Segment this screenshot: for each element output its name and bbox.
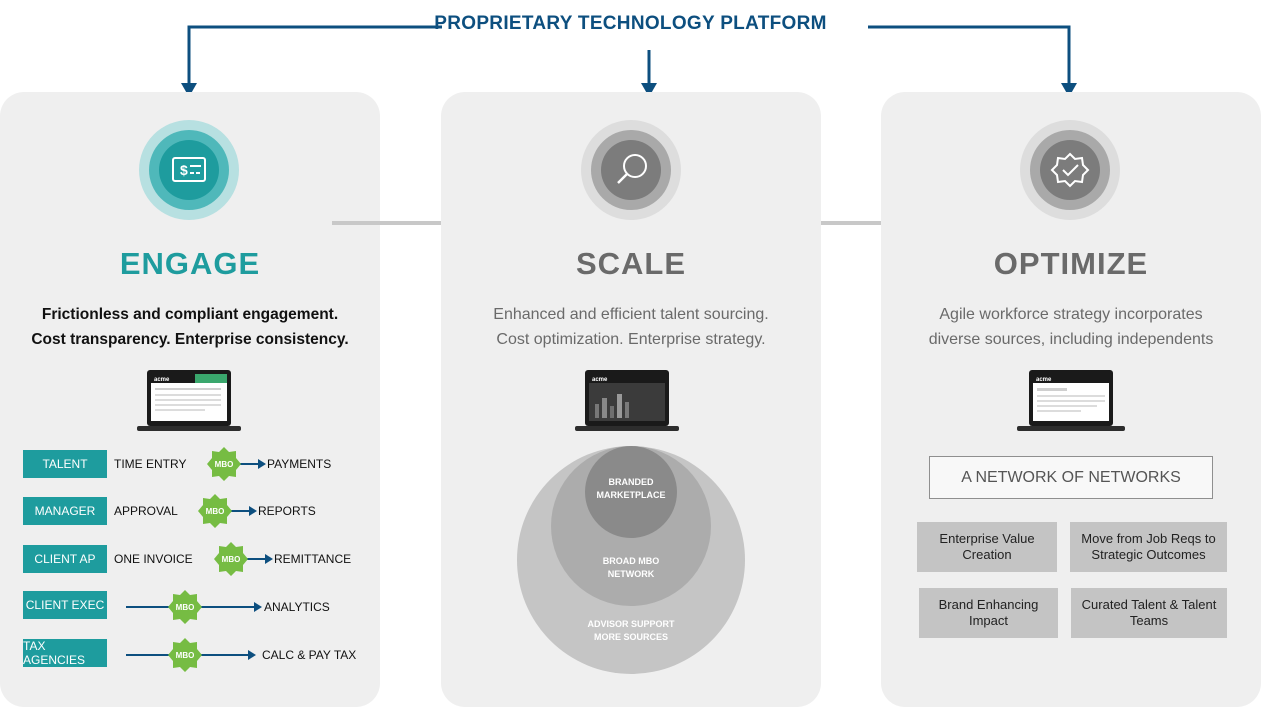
- optimize-title: OPTIMIZE: [993, 246, 1149, 281]
- role-tag: MANAGER: [23, 497, 107, 525]
- laptop-brand: acme: [1036, 377, 1052, 383]
- engage-title: ENGAGE: [119, 246, 261, 281]
- laptop-image: acme: [137, 370, 241, 431]
- circle-label-line: BRANDED: [608, 477, 654, 487]
- magnifier-icon: [581, 120, 681, 220]
- verified-badge-icon: [1020, 120, 1120, 220]
- laptop-image: acme: [1017, 370, 1125, 431]
- mbo-label: MBO: [214, 459, 234, 469]
- engage-icon-wrap: $: [0, 120, 380, 220]
- flow-step: APPROVAL: [114, 504, 178, 518]
- scale-icon-wrap: [441, 120, 821, 220]
- flow-result: PAYMENTS: [267, 457, 332, 471]
- mbo-badge: MBO: [168, 590, 202, 624]
- mbo-badge: MBO: [168, 638, 202, 672]
- scale-title: SCALE: [575, 246, 687, 281]
- flow-step: TIME ENTRY: [114, 457, 187, 471]
- engage-desc-line1: Frictionless and compliant engagement.: [41, 306, 339, 323]
- mbo-label: MBO: [175, 602, 195, 612]
- mbo-badge: MBO: [198, 494, 232, 528]
- inner-circle-label: BRANDED MARKETPLACE: [441, 476, 821, 502]
- mbo-label: MBO: [175, 650, 195, 660]
- outcome-box: Curated Talent & Talent Teams: [1071, 588, 1227, 638]
- network-of-networks-box: A NETWORK OF NETWORKS: [929, 456, 1213, 499]
- scale-desc-line2: Cost optimization. Enterprise strategy.: [496, 331, 766, 348]
- scale-description: Enhanced and efficient talent sourcing. …: [451, 302, 811, 352]
- platform-title: PROPRIETARY TECHNOLOGY PLATFORM: [434, 13, 827, 34]
- circle-label-line: NETWORK: [607, 569, 655, 579]
- mbo-badge: MBO: [214, 542, 248, 576]
- role-tag: TAX AGENCIES: [23, 639, 107, 667]
- flow-step: ONE INVOICE: [114, 552, 193, 566]
- laptop-brand: acme: [154, 377, 170, 383]
- laptop-image: acme: [575, 370, 679, 431]
- scale-desc-line1: Enhanced and efficient talent sourcing.: [493, 306, 769, 323]
- middle-circle-label: BROAD MBO NETWORK: [441, 555, 821, 581]
- role-tag: TALENT: [23, 450, 107, 478]
- flow-result: REMITTANCE: [274, 552, 352, 566]
- optimize-panel: OPTIMIZE Agile workforce strategy incorp…: [881, 92, 1261, 707]
- scale-panel: SCALE Enhanced and efficient talent sour…: [441, 92, 821, 707]
- engage-desc-line2: Cost transparency. Enterprise consistenc…: [31, 331, 349, 348]
- outcome-box: Brand Enhancing Impact: [919, 588, 1058, 638]
- circle-label-line: ADVISOR SUPPORT: [587, 619, 675, 629]
- circle-label-line: BROAD MBO: [602, 556, 660, 566]
- optimize-desc-line2: diverse sources, including independents: [928, 331, 1214, 348]
- circle-label-line: MARKETPLACE: [596, 490, 666, 500]
- flow-result: CALC & PAY TAX: [262, 648, 357, 662]
- flow-result: REPORTS: [258, 504, 316, 518]
- inner-circle: [585, 446, 677, 538]
- outer-circle-label: ADVISOR SUPPORT MORE SOURCES: [441, 618, 821, 644]
- laptop-brand: acme: [592, 377, 608, 383]
- arrow-down-icon: [1061, 83, 1077, 97]
- optimize-description: Agile workforce strategy incorporates di…: [891, 302, 1251, 352]
- svg-text:$: $: [180, 162, 188, 178]
- outcome-box: Move from Job Reqs to Strategic Outcomes: [1070, 522, 1227, 572]
- arrow-down-icon: [181, 83, 197, 97]
- optimize-icon-wrap: [881, 120, 1261, 220]
- flow-result: ANALYTICS: [264, 600, 330, 614]
- optimize-desc-line1: Agile workforce strategy incorporates: [939, 306, 1203, 323]
- engage-panel: $ ENGAGE Frictionless and compliant enga…: [0, 92, 380, 707]
- dollar-card-icon: $: [139, 120, 239, 220]
- arrow-down-icon: [641, 83, 657, 97]
- circle-label-line: MORE SOURCES: [593, 632, 668, 642]
- marketplace-circles: [517, 446, 745, 674]
- mbo-label: MBO: [221, 554, 241, 564]
- role-tag: CLIENT EXEC: [23, 591, 107, 619]
- role-tag: CLIENT AP: [23, 545, 107, 573]
- platform-connector: [181, 25, 1077, 97]
- mbo-badge: MBO: [207, 447, 241, 481]
- engage-description: Frictionless and compliant engagement. C…: [10, 302, 370, 352]
- outcome-box: Enterprise Value Creation: [917, 522, 1057, 572]
- mbo-label: MBO: [205, 506, 225, 516]
